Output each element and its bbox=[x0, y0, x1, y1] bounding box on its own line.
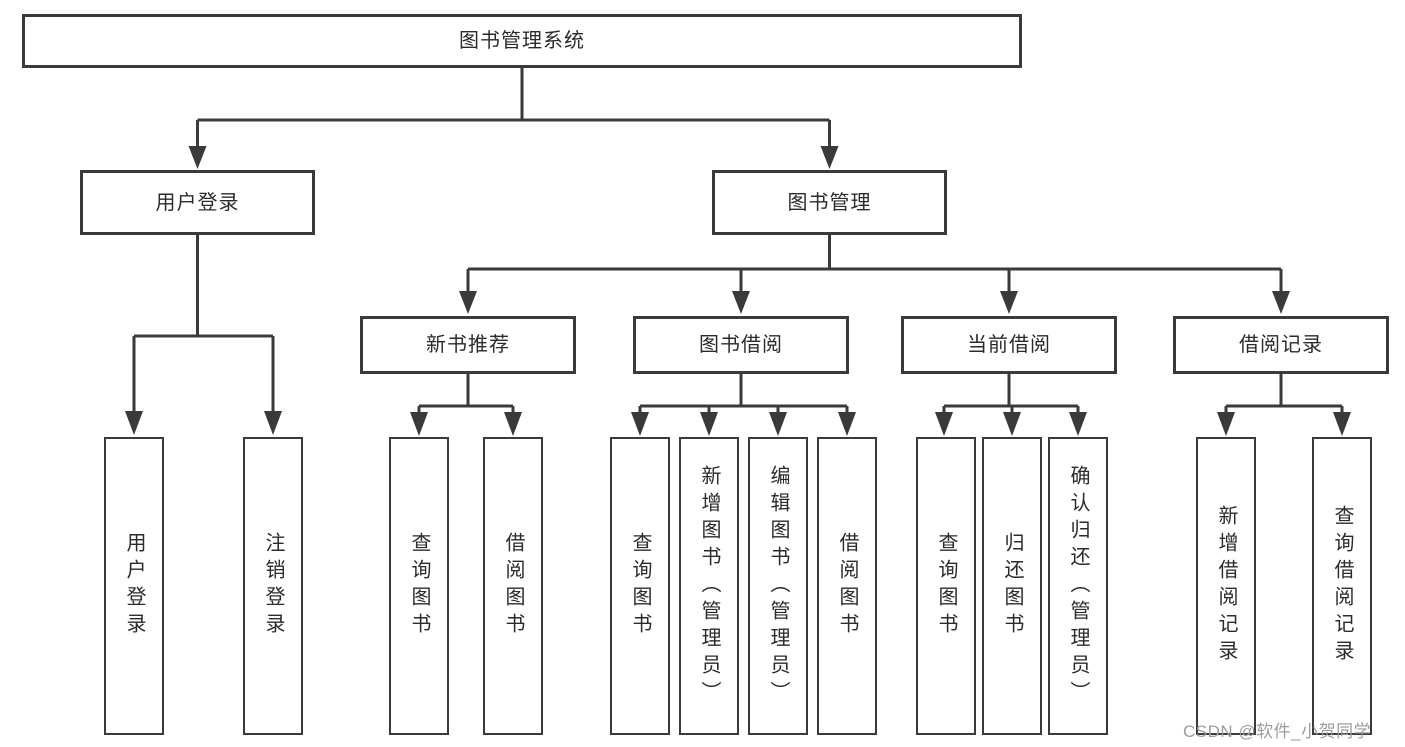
node-book-management: 图书管理 bbox=[712, 170, 947, 235]
leaf-user-login: 用户登录 bbox=[104, 437, 164, 735]
leaf-query-books-current: 查询图书 bbox=[916, 437, 976, 735]
leaf-query-books-borrow: 查询图书 bbox=[610, 437, 670, 735]
node-label: 用户登录 bbox=[155, 191, 240, 214]
node-root-system: 图书管理系统 bbox=[22, 14, 1022, 68]
node-label: 图书管理 bbox=[787, 191, 872, 214]
leaf-label: 用户登录 bbox=[123, 532, 145, 640]
leaf-query-books-recommend: 查询图书 bbox=[389, 437, 449, 735]
leaf-label: 新增图书（管理员） bbox=[698, 464, 720, 708]
node-label: 当前借阅 bbox=[967, 334, 1051, 356]
node-borrow-records: 借阅记录 bbox=[1173, 316, 1389, 374]
leaf-confirm-return-admin: 确认归还（管理员） bbox=[1048, 437, 1108, 735]
leaf-label: 借阅图书 bbox=[836, 532, 858, 640]
node-user-login: 用户登录 bbox=[80, 170, 315, 235]
leaf-borrow-books: 借阅图书 bbox=[817, 437, 877, 735]
leaf-return-books: 归还图书 bbox=[982, 437, 1042, 735]
leaf-borrow-books-recommend: 借阅图书 bbox=[483, 437, 543, 735]
leaf-label: 新增借阅记录 bbox=[1215, 505, 1237, 667]
node-label: 图书管理系统 bbox=[459, 30, 585, 52]
leaf-label: 查询图书 bbox=[408, 532, 430, 640]
leaf-label: 注销登录 bbox=[262, 532, 284, 640]
node-current-borrow: 当前借阅 bbox=[901, 316, 1117, 374]
node-label: 图书借阅 bbox=[699, 334, 783, 356]
leaf-edit-books-admin: 编辑图书（管理员） bbox=[748, 437, 808, 735]
leaf-label: 查询图书 bbox=[629, 532, 651, 640]
leaf-label: 编辑图书（管理员） bbox=[767, 464, 789, 708]
node-label: 借阅记录 bbox=[1239, 334, 1323, 356]
leaf-query-borrow-record: 查询借阅记录 bbox=[1312, 437, 1372, 735]
leaf-label: 查询图书 bbox=[935, 532, 957, 640]
leaf-add-borrow-record: 新增借阅记录 bbox=[1196, 437, 1256, 735]
node-label: 新书推荐 bbox=[426, 334, 510, 356]
leaf-label: 归还图书 bbox=[1001, 532, 1023, 640]
leaf-label: 确认归还（管理员） bbox=[1067, 464, 1089, 708]
leaf-logout: 注销登录 bbox=[243, 437, 303, 735]
csdn-watermark: CSDN @软件_小贺同学 bbox=[1183, 722, 1372, 741]
node-new-book-recommend: 新书推荐 bbox=[360, 316, 576, 374]
leaf-label: 查询借阅记录 bbox=[1331, 505, 1353, 667]
node-book-borrow: 图书借阅 bbox=[633, 316, 849, 374]
leaf-label: 借阅图书 bbox=[502, 532, 524, 640]
leaf-add-books-admin: 新增图书（管理员） bbox=[679, 437, 739, 735]
